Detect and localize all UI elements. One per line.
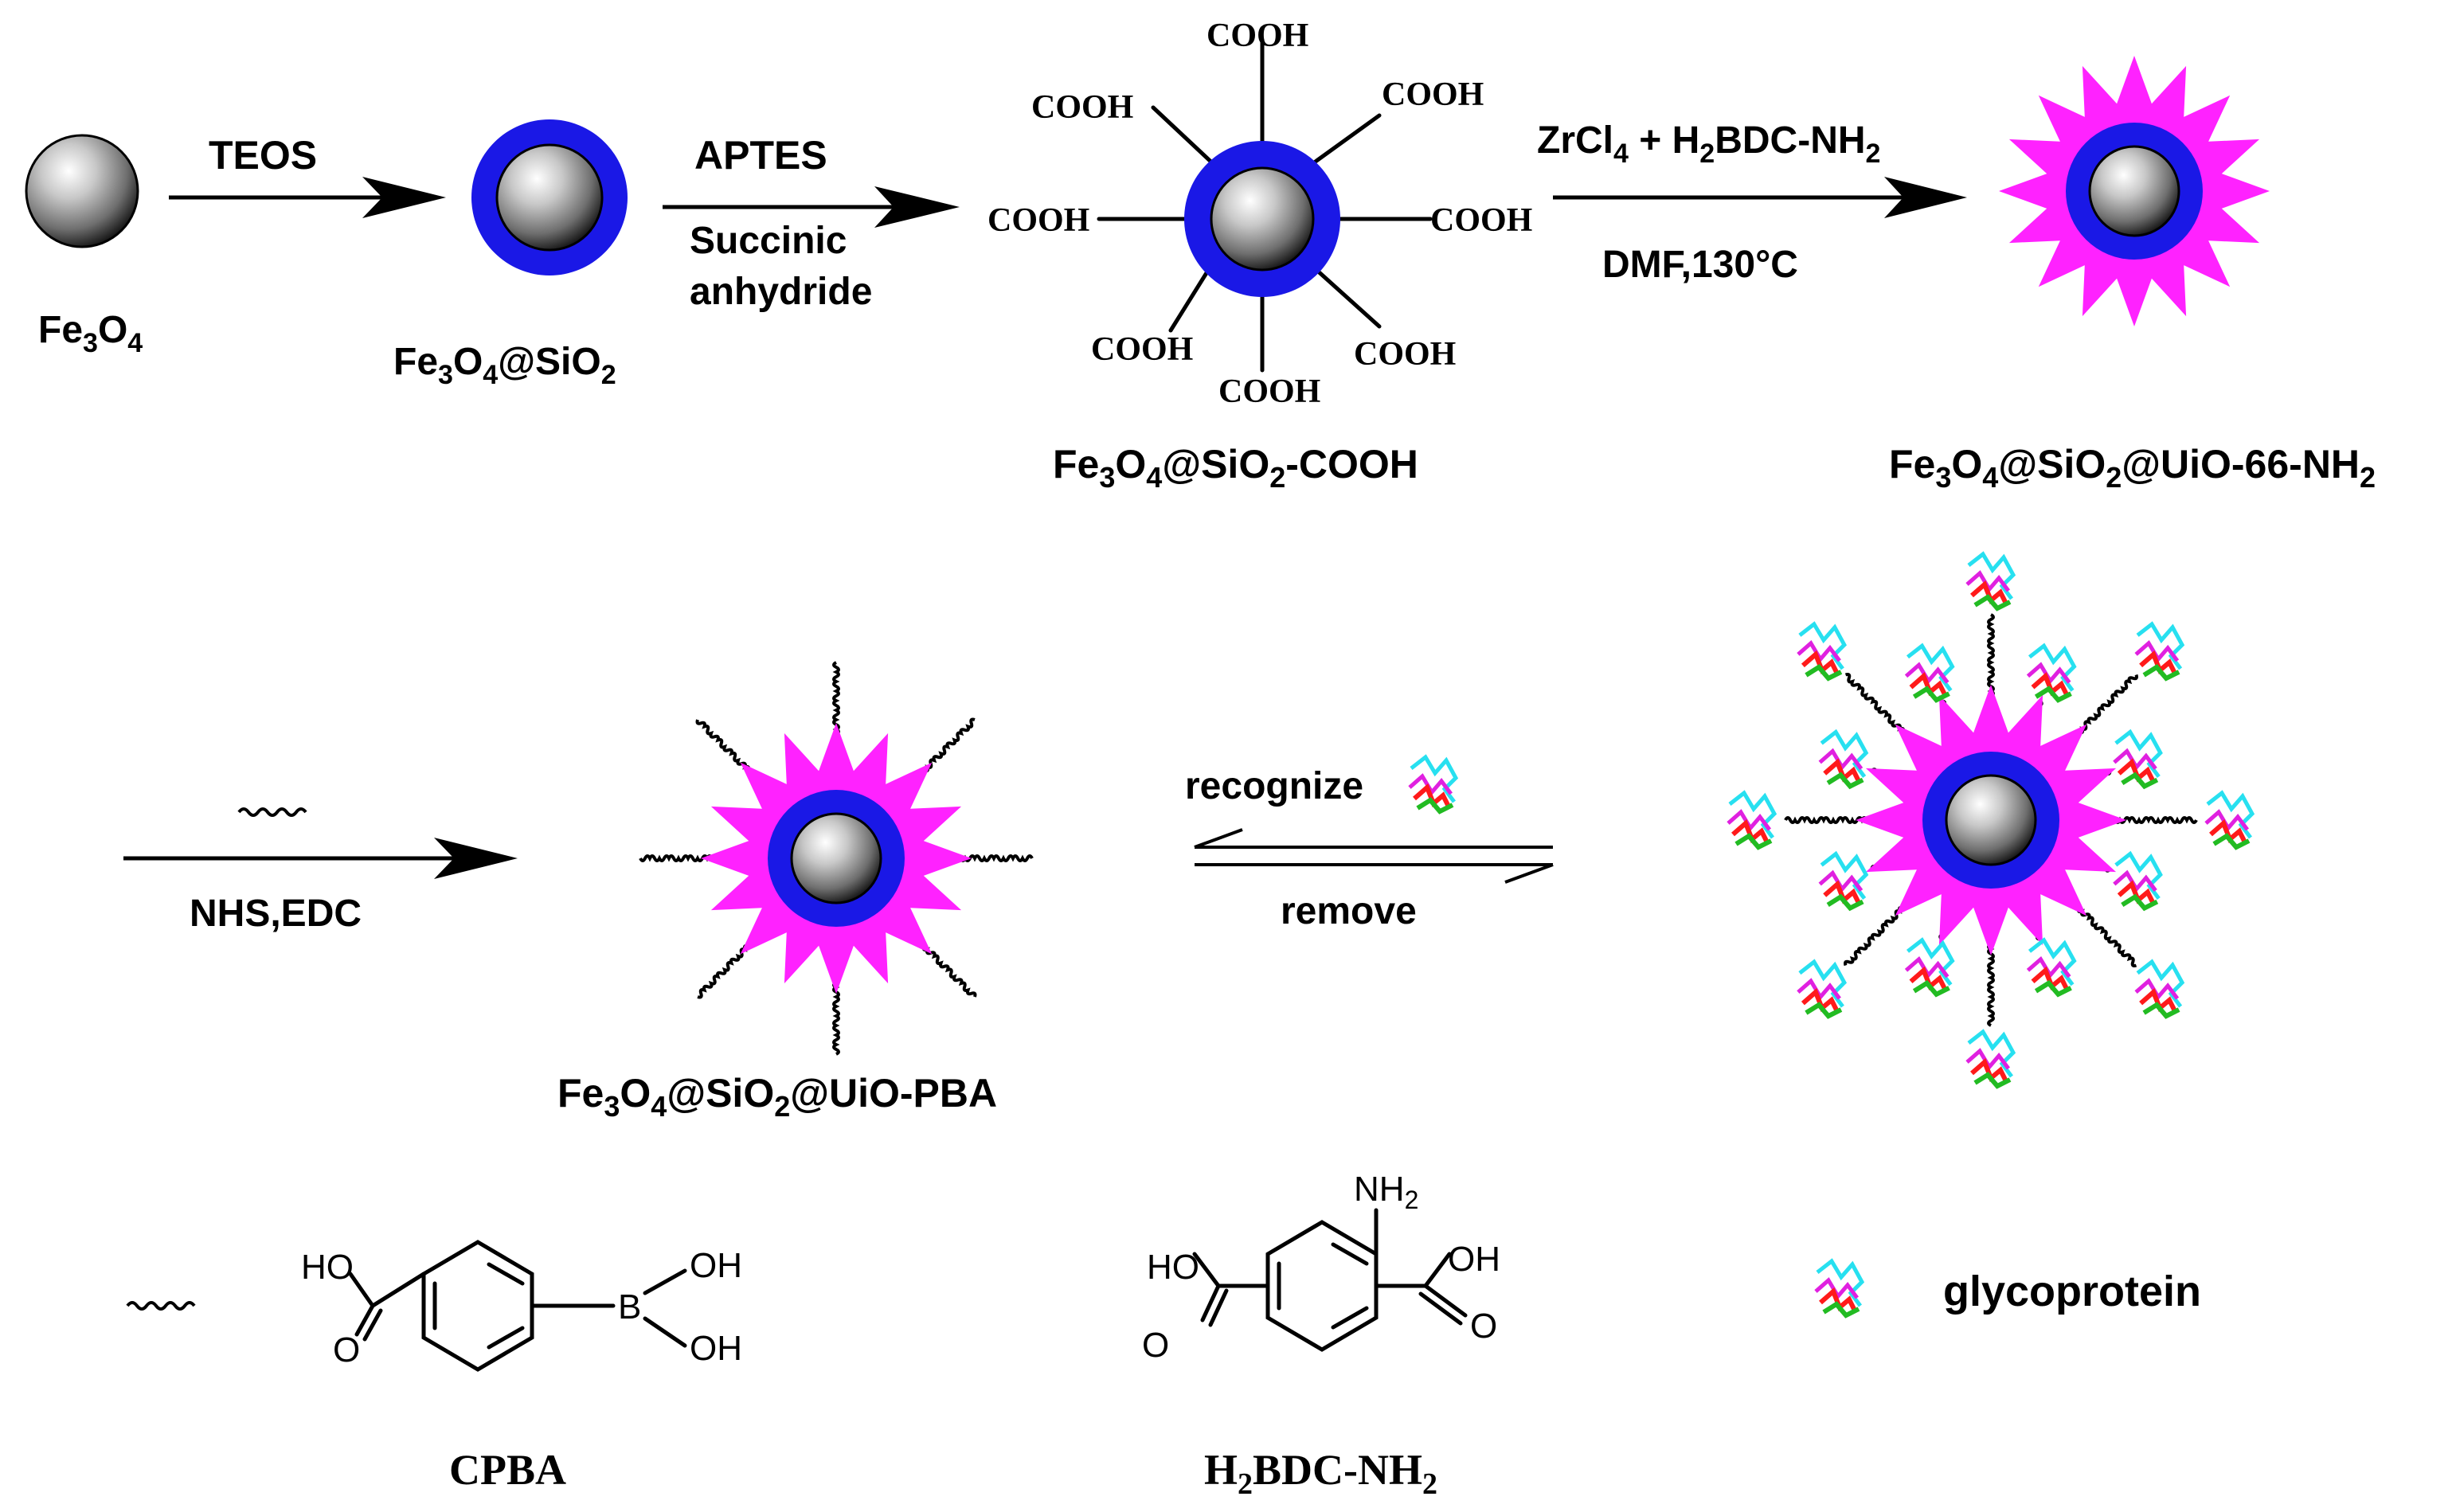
grey-sphere-icon: [25, 134, 139, 248]
glycoprotein-icon: [1820, 733, 1866, 787]
step5-reverse-label: remove: [1281, 890, 1417, 932]
glycoprotein-icon: [2028, 646, 2075, 700]
arrow-teos: [169, 177, 446, 218]
arrow-aptes: [663, 186, 960, 228]
oxygen-label: O: [1470, 1307, 1497, 1346]
step3-reagent: ZrCl4 + H2BDC-NH2: [1537, 119, 1880, 169]
fe3o4-sio2-uio66-particle: [1999, 56, 2270, 326]
grey-sphere-icon: [1945, 774, 2037, 866]
glycoprotein-complex: [1728, 554, 2252, 1086]
glycoprotein-icon: [1728, 793, 1774, 847]
step3-conditions: DMF,130°C: [1602, 244, 1798, 286]
h2bdc-nh2-structure: NH2 HO O OH O: [1142, 1170, 1500, 1365]
pba-linkers: [639, 661, 1034, 1056]
step1-reagent: TEOS: [209, 133, 317, 178]
wavy-linker-icon: [695, 719, 753, 776]
wavy-linker-icon: [832, 976, 840, 1056]
wavy-linker-icon: [954, 854, 1034, 862]
wavy-linker-icon: [697, 942, 754, 999]
wavy-linker-icon: [639, 854, 718, 862]
wavy-linker-icon: [126, 1301, 196, 1311]
grey-sphere-icon: [790, 812, 882, 904]
glycoprotein-icon: [2136, 962, 2182, 1016]
grey-sphere-icon: [495, 143, 604, 252]
cooh-label: COOH: [1430, 202, 1532, 239]
wavy-linker-icon: [920, 940, 977, 998]
hydroxyl-label: OH: [690, 1246, 742, 1285]
equilibrium-arrows: [1194, 828, 1554, 884]
wavy-linker-icon: [832, 661, 840, 740]
glycoprotein-icon: [1907, 940, 1953, 994]
step2-reagent-line2: anhydride: [690, 271, 872, 313]
step4-conditions: NHS,EDC: [190, 893, 362, 935]
fe3o4-sio2-cooh-particle: [1097, 37, 1433, 373]
arrow-nhs-edc: [123, 807, 518, 879]
glycoprotein-icon: [1820, 854, 1866, 908]
glycoprotein-legend-label: glycoprotein: [1943, 1268, 2201, 1315]
amine-label: NH2: [1354, 1170, 1418, 1214]
label-fe3o4: Fe3O4: [38, 309, 143, 358]
label-fe3o4-sio2: Fe3O4@SiO2: [393, 341, 616, 390]
glycoprotein-icon: [1816, 1261, 1862, 1315]
wavy-linker-icon: [237, 807, 307, 817]
fe3o4-sio2-uio-pba-particle: [639, 661, 1034, 1056]
glycoprotein-icon: [2028, 940, 2075, 994]
cpba-structure: HO O B OH OH: [301, 1240, 742, 1372]
glycoprotein-icon: [1967, 554, 2013, 608]
cooh-label: COOH: [1206, 18, 1308, 54]
boron-label: B: [618, 1287, 641, 1326]
oxygen-label: O: [1142, 1326, 1169, 1365]
wavy-linker-icon: [918, 717, 976, 775]
hydroxyl-label: HO: [301, 1248, 354, 1287]
glycoprotein-icon: [1967, 1032, 2013, 1086]
grey-sphere-icon: [2088, 145, 2180, 237]
fe3o4-sio2-particle: [471, 119, 628, 275]
cooh-label: COOH: [987, 202, 1089, 239]
cooh-label: COOH: [1031, 89, 1133, 126]
cooh-label: COOH: [1354, 336, 1456, 373]
h2bdc-nh2-label: H2BDC-NH2: [1204, 1446, 1437, 1501]
glycoprotein-icon: [2136, 624, 2182, 678]
glycoprotein-icon: [1798, 962, 1844, 1016]
grey-sphere-icon: [1210, 166, 1315, 272]
step5-forward-label: recognize: [1185, 765, 1363, 807]
cpba-label: CPBA: [449, 1446, 566, 1494]
glycoprotein-icon: [2114, 733, 2161, 787]
oxygen-label: O: [333, 1330, 360, 1369]
cooh-label: COOH: [1218, 373, 1320, 410]
step2-reagent-line1: Succinic: [690, 220, 847, 262]
cooh-label: COOH: [1382, 76, 1484, 113]
glycoprotein-icon: [2206, 793, 2252, 847]
step2-reagent: APTES: [694, 133, 827, 178]
hydroxyl-label: HO: [1147, 1248, 1199, 1287]
label-fe3o4-sio2-cooh: Fe3O4@SiO2-COOH: [1053, 442, 1418, 494]
cooh-label: COOH: [1091, 331, 1193, 368]
glycoprotein-icon: [1410, 757, 1456, 811]
label-fe3o4-sio2-uio66-nh2: Fe3O4@SiO2@UiO-66-NH2: [1889, 442, 2376, 494]
hydroxyl-label: OH: [690, 1329, 742, 1368]
arrow-zrcl4: [1553, 177, 1967, 218]
fe3o4-particle: [25, 134, 139, 248]
glycoprotein-icon: [1907, 646, 1953, 700]
glycoprotein-icon: [2114, 854, 2161, 908]
label-fe3o4-sio2-uio-pba: Fe3O4@SiO2@UiO-PBA: [557, 1071, 997, 1123]
glycoprotein-icon: [1798, 624, 1844, 678]
hydroxyl-label: OH: [1448, 1240, 1500, 1279]
